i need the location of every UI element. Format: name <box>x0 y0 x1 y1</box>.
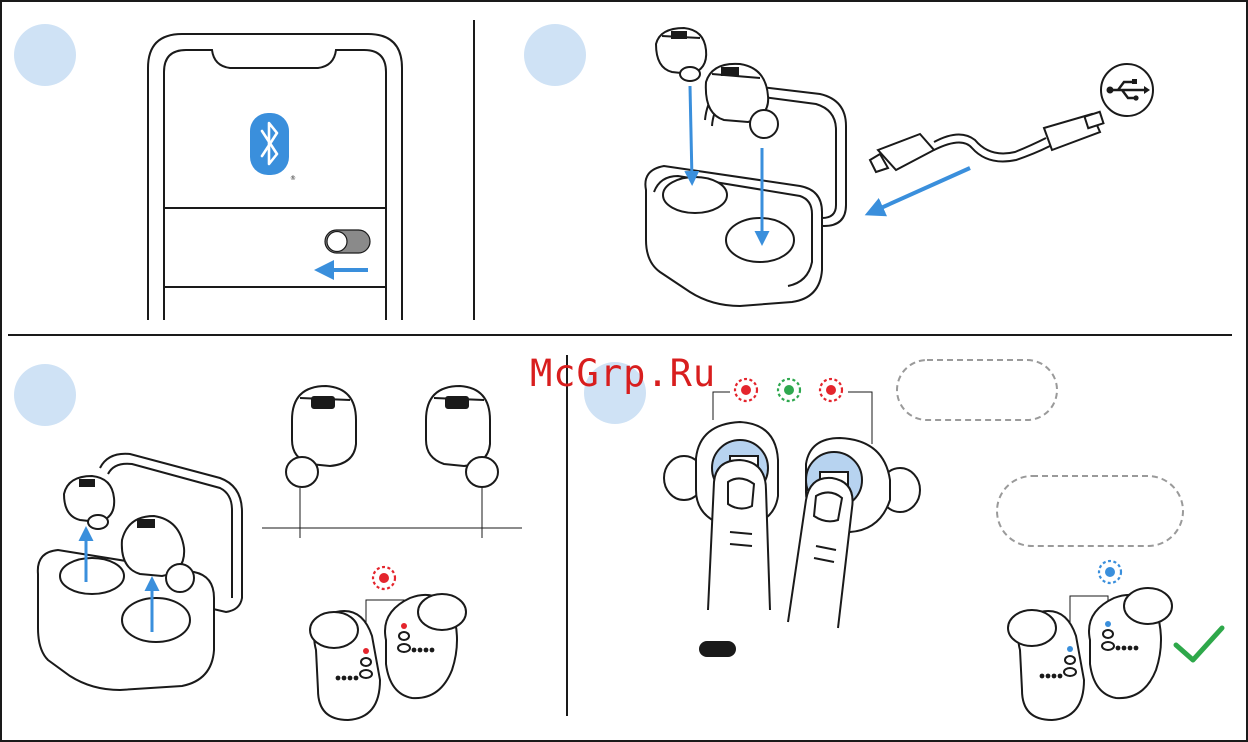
watermark-text: McGrp.Ru <box>530 352 716 395</box>
touch-hold-pill <box>699 641 736 657</box>
insert-arrow-right <box>690 86 692 180</box>
step-1-circle <box>14 24 76 86</box>
led-red-step3 <box>373 567 395 589</box>
led-dot-left <box>363 648 369 654</box>
led-sequence-touch <box>735 379 842 401</box>
callout-lines <box>262 488 522 538</box>
led-dot-result-left <box>1067 646 1073 652</box>
earbud-right-hovering <box>656 28 706 81</box>
earbud-lifted-right <box>64 476 114 529</box>
bluetooth-toggle-switch[interactable] <box>325 230 370 253</box>
usb-cable <box>870 112 1103 172</box>
registered-mark: ® <box>290 175 296 182</box>
prompt-bubble-top <box>897 360 1057 420</box>
led-dot-right <box>401 623 407 629</box>
led-dot-result-right <box>1105 621 1111 627</box>
led-blue-result <box>1099 561 1121 583</box>
step-2-circle <box>524 24 586 86</box>
earbud-pair-result <box>1008 588 1172 720</box>
usb-icon <box>1101 64 1153 116</box>
earbud-pair-back-view <box>310 594 466 720</box>
checkmark-icon <box>1176 628 1222 660</box>
earbud-pair-front-view <box>286 386 498 487</box>
bluetooth-icon <box>250 113 289 175</box>
step-3-circle <box>14 364 76 426</box>
phone-illustration <box>148 34 402 320</box>
plug-arrow <box>872 168 970 212</box>
fingers-touching <box>708 460 853 628</box>
prompt-bubble-bottom <box>997 476 1183 546</box>
